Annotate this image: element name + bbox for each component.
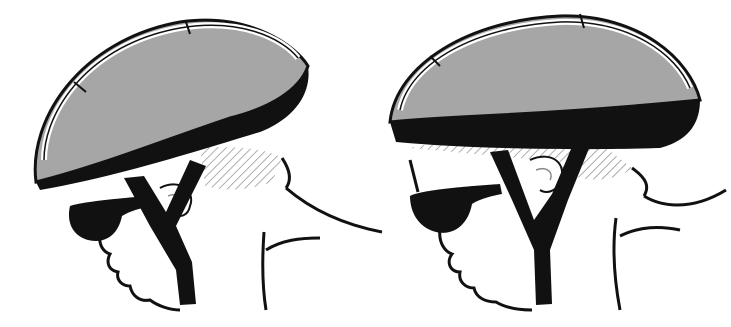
face-right [440,228,532,310]
collar-right [614,218,680,310]
neck-right [632,168,726,205]
figure-right [390,14,726,310]
strap-left [124,160,206,305]
neck-left [282,158,382,232]
sunglasses-left [69,196,152,241]
hair-left [200,147,282,189]
collar-left [263,232,320,310]
sunglasses-right [410,184,502,233]
glasses-arm-right [410,160,418,192]
figure-left [35,20,382,310]
